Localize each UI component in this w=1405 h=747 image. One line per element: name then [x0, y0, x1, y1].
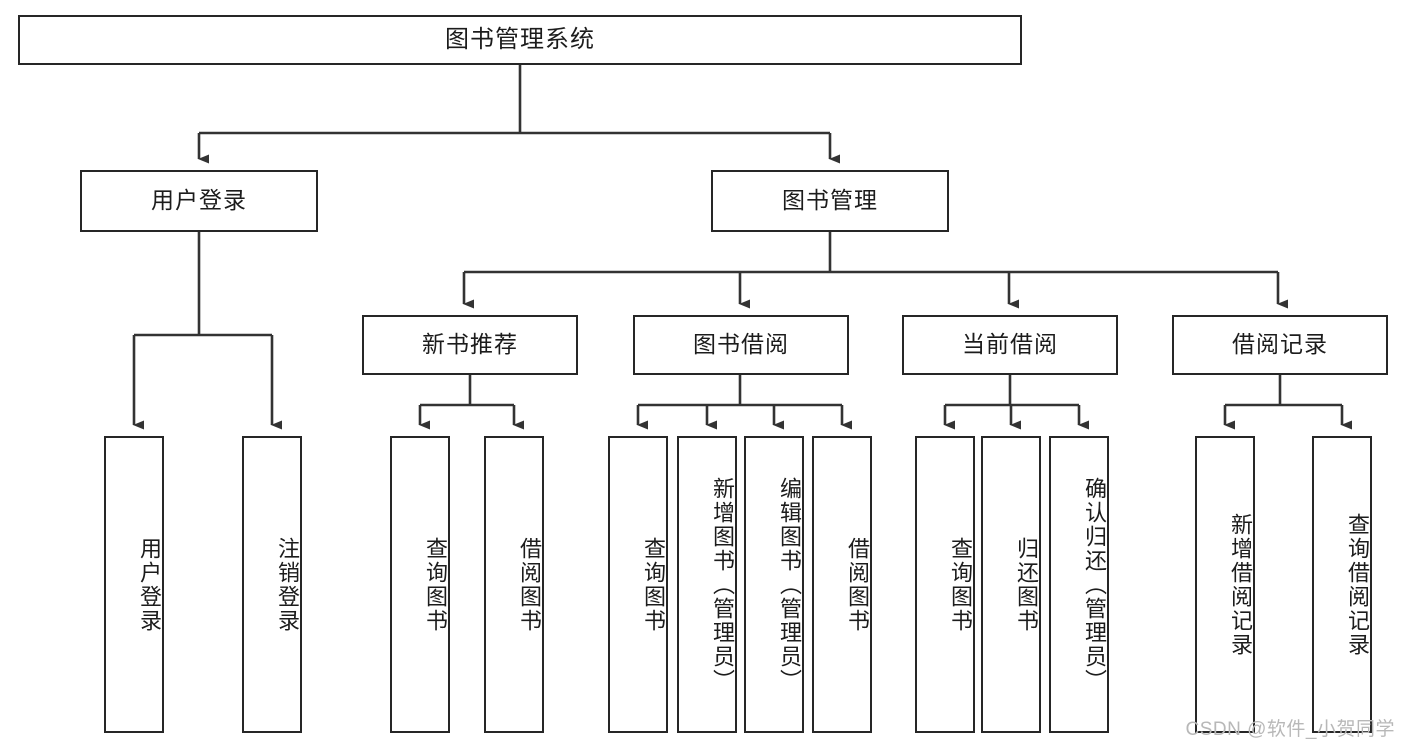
node-label: 借阅记录 [1232, 331, 1328, 358]
node-label: 当前借阅 [962, 331, 1058, 358]
leaf-borrow-book-2[interactable]: 借阅图书 [812, 436, 872, 733]
leaf-confirm-return[interactable]: 确认归还（管理员） [1049, 436, 1109, 733]
node-book-manage[interactable]: 图书管理 [711, 170, 949, 232]
node-label: 查询图书 [423, 536, 448, 633]
node-label: 编辑图书（管理员） [777, 476, 802, 693]
leaf-user-logout[interactable]: 注销登录 [242, 436, 302, 733]
leaf-add-record[interactable]: 新增借阅记录 [1195, 436, 1255, 733]
node-label: 确认归还（管理员） [1082, 476, 1107, 693]
leaf-add-book[interactable]: 新增图书（管理员） [677, 436, 737, 733]
leaf-query-book-1[interactable]: 查询图书 [390, 436, 450, 733]
node-label: 用户登录 [151, 187, 247, 214]
node-label: 图书管理系统 [445, 25, 595, 53]
node-book-borrow[interactable]: 图书借阅 [633, 315, 849, 375]
node-user-login[interactable]: 用户登录 [80, 170, 318, 232]
node-label: 新书推荐 [422, 331, 518, 358]
node-current-borrow[interactable]: 当前借阅 [902, 315, 1118, 375]
node-label: 借阅图书 [517, 536, 542, 633]
node-label: 图书管理 [782, 187, 878, 214]
node-new-book-rec[interactable]: 新书推荐 [362, 315, 578, 375]
node-label: 注销登录 [275, 536, 300, 633]
leaf-return-book[interactable]: 归还图书 [981, 436, 1041, 733]
leaf-edit-book[interactable]: 编辑图书（管理员） [744, 436, 804, 733]
node-label: 图书借阅 [693, 331, 789, 358]
node-label: 查询借阅记录 [1345, 512, 1370, 657]
leaf-query-book-3[interactable]: 查询图书 [915, 436, 975, 733]
leaf-user-login[interactable]: 用户登录 [104, 436, 164, 733]
leaf-borrow-book-1[interactable]: 借阅图书 [484, 436, 544, 733]
node-label: 归还图书 [1014, 536, 1039, 633]
node-label: 新增图书（管理员） [710, 476, 735, 693]
node-label: 用户登录 [137, 536, 162, 633]
node-root-system[interactable]: 图书管理系统 [18, 15, 1022, 65]
leaf-query-record[interactable]: 查询借阅记录 [1312, 436, 1372, 733]
leaf-query-book-2[interactable]: 查询图书 [608, 436, 668, 733]
node-label: 借阅图书 [845, 536, 870, 633]
node-label: 新增借阅记录 [1228, 512, 1253, 657]
csdn-watermark: CSDN @软件_小贺同学 [1185, 719, 1395, 740]
node-borrow-record[interactable]: 借阅记录 [1172, 315, 1388, 375]
node-label: 查询图书 [948, 536, 973, 633]
node-label: 查询图书 [641, 536, 666, 633]
